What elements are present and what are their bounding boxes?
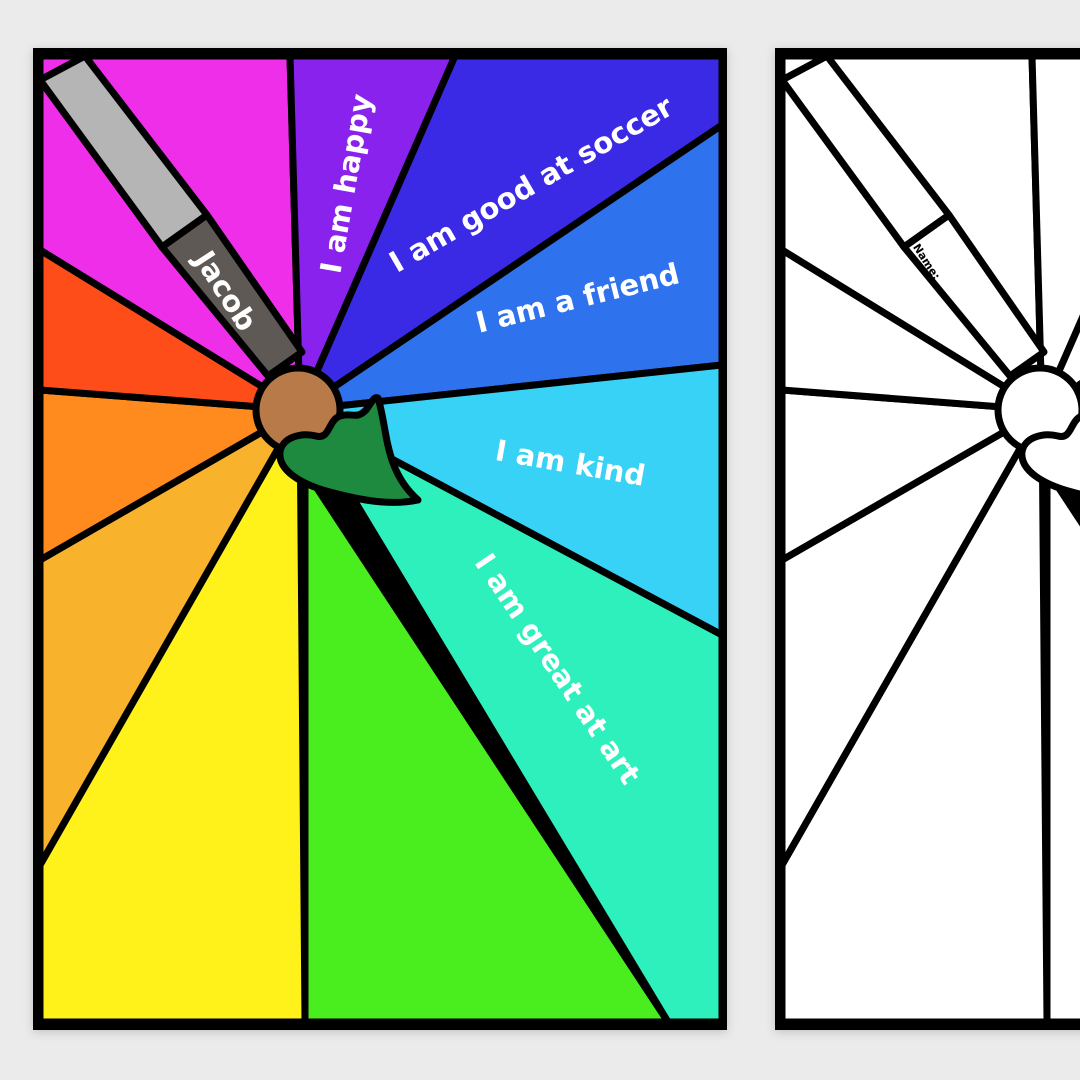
wedge-red — [38, 246, 304, 414]
wedge-purple — [1028, 53, 1080, 414]
brush-paint — [1018, 413, 1080, 498]
brush-paint — [276, 394, 422, 506]
handle-ferrule — [158, 211, 306, 380]
blank-paintbrush-handle — [780, 53, 1048, 380]
paintbrush-head-icon — [252, 364, 422, 506]
paintbrush-handle — [36, 52, 306, 380]
wedge-green — [1043, 466, 1080, 1023]
wedge-teal — [296, 406, 722, 1023]
wedge-red — [780, 246, 1046, 414]
color-wedges — [38, 53, 722, 1023]
blank-paintbrush-head-icon — [994, 364, 1080, 498]
blank-coloring-page: Name: — [775, 48, 1080, 1030]
handle-ferrule — [900, 211, 1048, 380]
